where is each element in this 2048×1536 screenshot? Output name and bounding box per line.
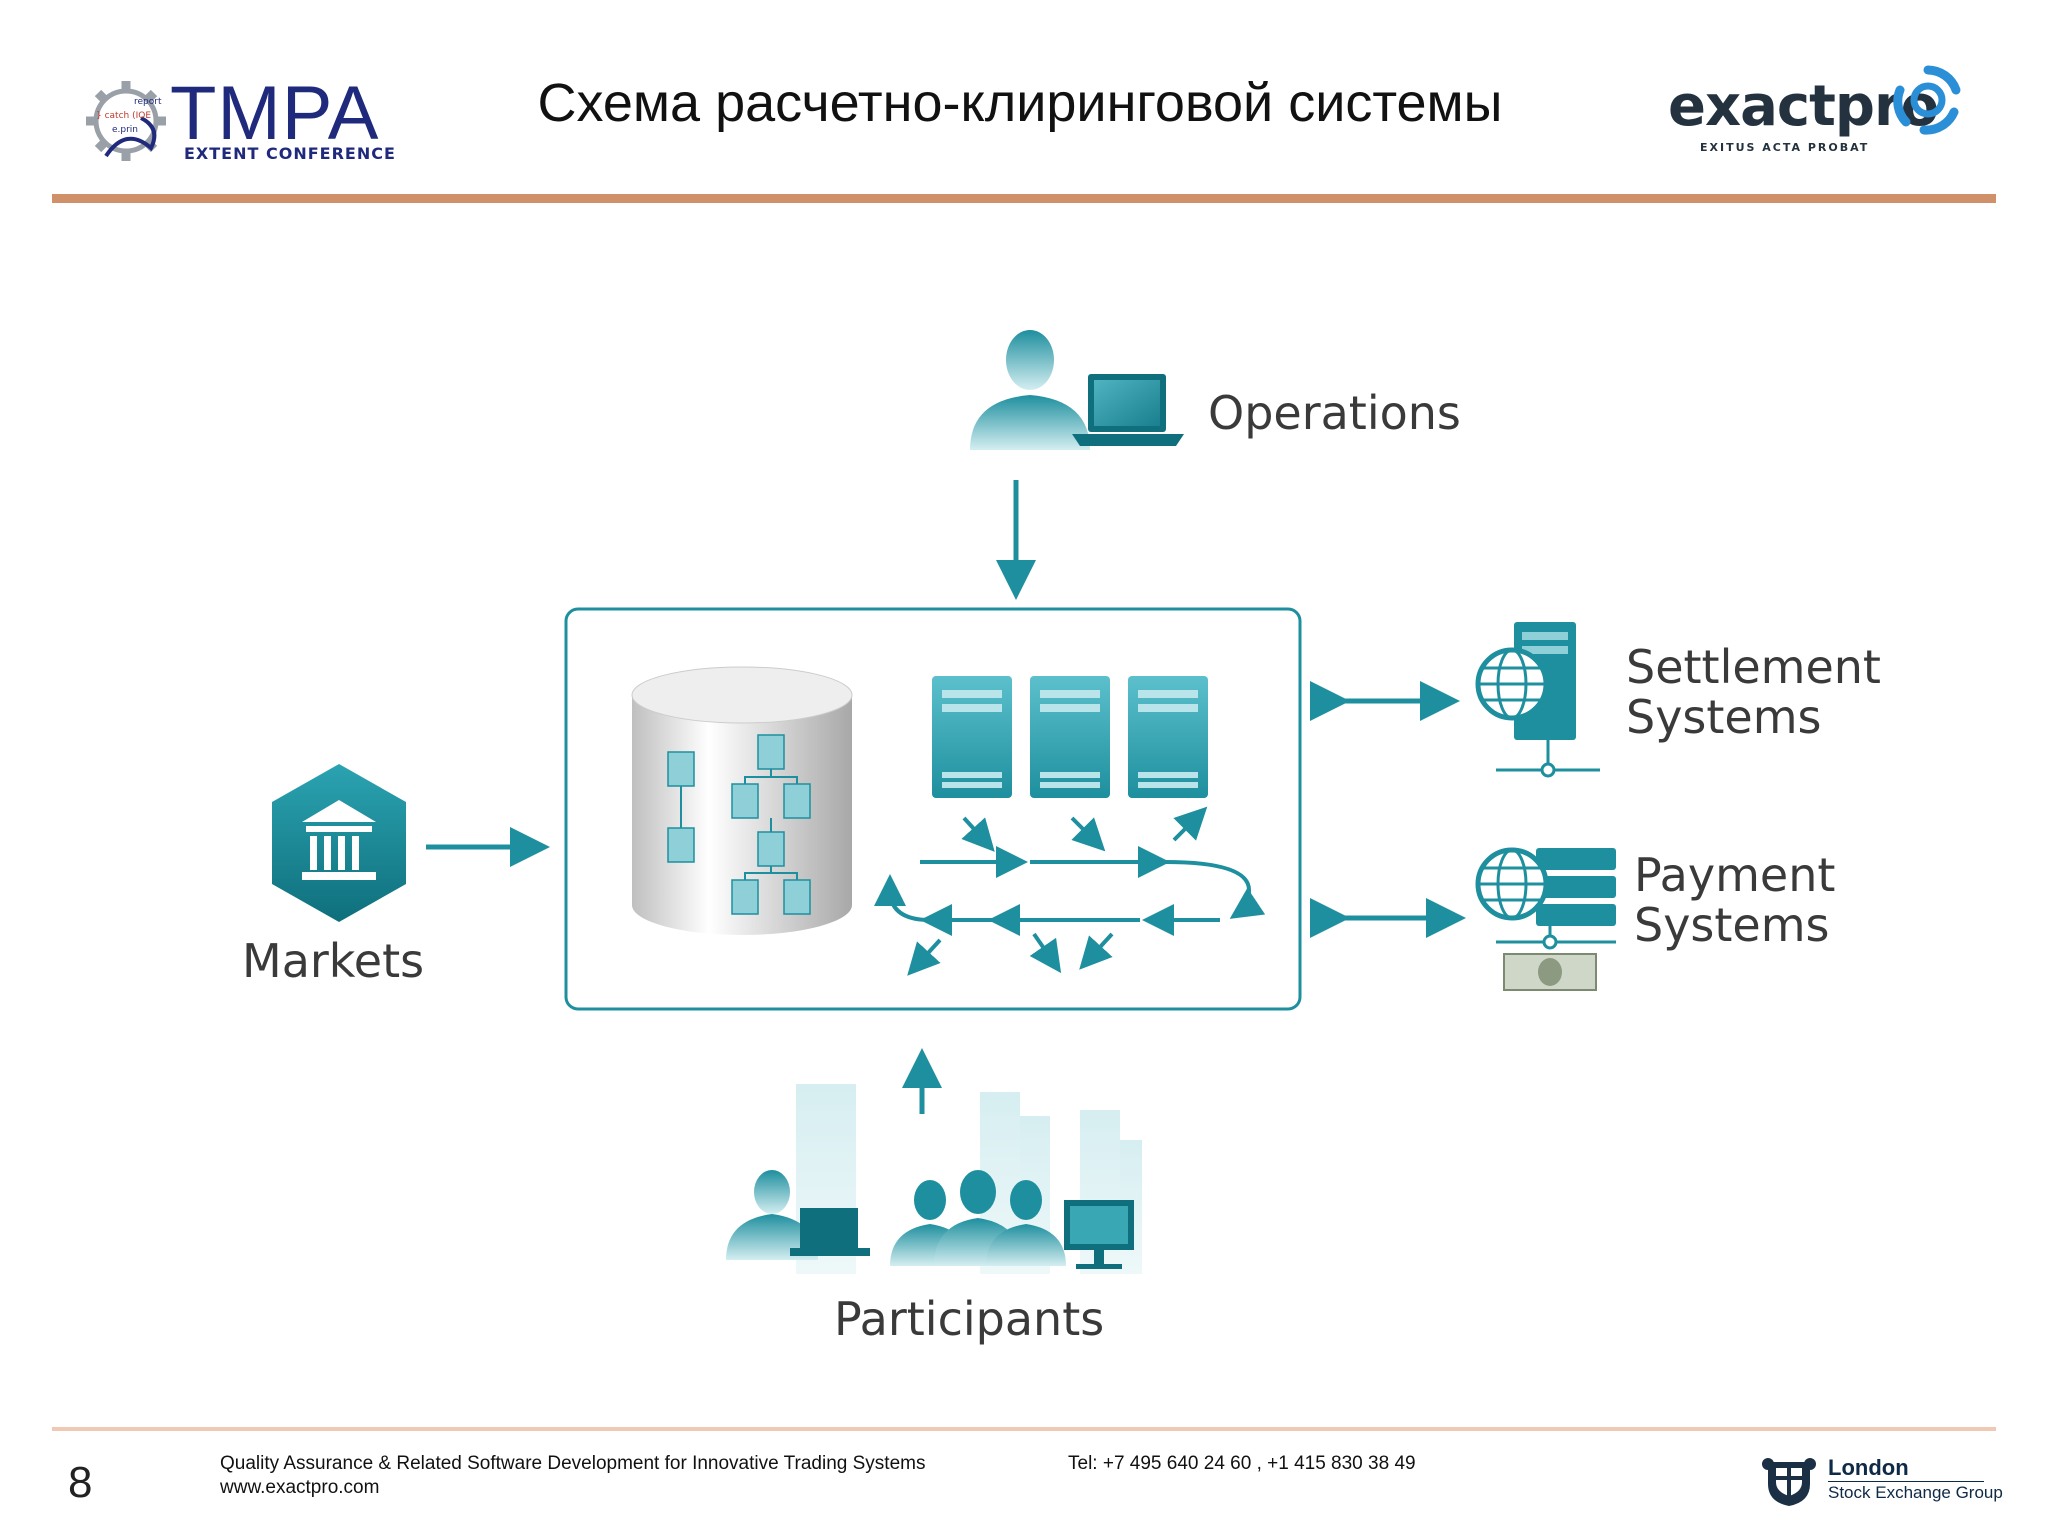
- database-cylinder-icon: [631, 666, 853, 935]
- gear-text-3: e.prin: [112, 125, 138, 135]
- settlement-label-line1: Settlement: [1626, 640, 1881, 694]
- exactpro-logo-tagline: EXITUS ACTA PROBAT: [1700, 141, 1870, 154]
- server-rack-icons: [932, 676, 1208, 798]
- lseg-logo-line2: Stock Exchange Group: [1828, 1483, 2003, 1502]
- page-title: Схема расчетно-клиринговой системы: [537, 73, 1503, 133]
- footer-phone: Tel: +7 495 640 24 60 , +1 415 830 38 49: [1068, 1453, 1416, 1474]
- header-divider: [52, 194, 1996, 203]
- markets-bank-icon: [272, 764, 406, 922]
- lseg-crest-icon: [1762, 1458, 1816, 1506]
- payment-label-line1: Payment: [1634, 848, 1836, 902]
- gear-text-2: } catch (IOE: [96, 111, 151, 121]
- footer-tagline: Quality Assurance & Related Software Dev…: [220, 1453, 926, 1474]
- settlement-systems-label: Settlement Systems: [1626, 642, 1881, 742]
- payment-globe-server-icon: [1475, 847, 1616, 991]
- processing-cycle-arrows: [874, 806, 1266, 976]
- lseg-logo-rule: [1828, 1481, 1984, 1482]
- payment-systems-label: Payment Systems: [1634, 850, 1835, 950]
- tmpa-logo-word: TMPA: [170, 71, 380, 156]
- payment-label-line2: Systems: [1634, 898, 1830, 952]
- markets-label: Markets: [242, 934, 425, 988]
- flow-arrows: [426, 480, 1466, 1114]
- banknote-icon: [1503, 953, 1597, 991]
- footer-divider: [52, 1427, 1996, 1431]
- settlement-label-line2: Systems: [1626, 690, 1822, 744]
- exactpro-swirl-icon: [1893, 65, 1961, 135]
- gear-icon: report } catch (IOE e.prin: [86, 81, 166, 161]
- gear-text-1: report: [134, 97, 162, 107]
- footer-website[interactable]: www.exactpro.com: [220, 1477, 380, 1498]
- participants-label: Participants: [834, 1292, 1105, 1346]
- participants-group-icon: [726, 1084, 1142, 1274]
- tmpa-logo-subtitle: EXTENT CONFERENCE: [184, 144, 396, 163]
- operations-label: Operations: [1208, 386, 1461, 440]
- page-number: 8: [68, 1458, 93, 1507]
- operations-person-laptop-icon: [970, 330, 1184, 450]
- settlement-globe-server-icon: [1475, 622, 1600, 778]
- lseg-logo-line1: London: [1828, 1455, 1909, 1480]
